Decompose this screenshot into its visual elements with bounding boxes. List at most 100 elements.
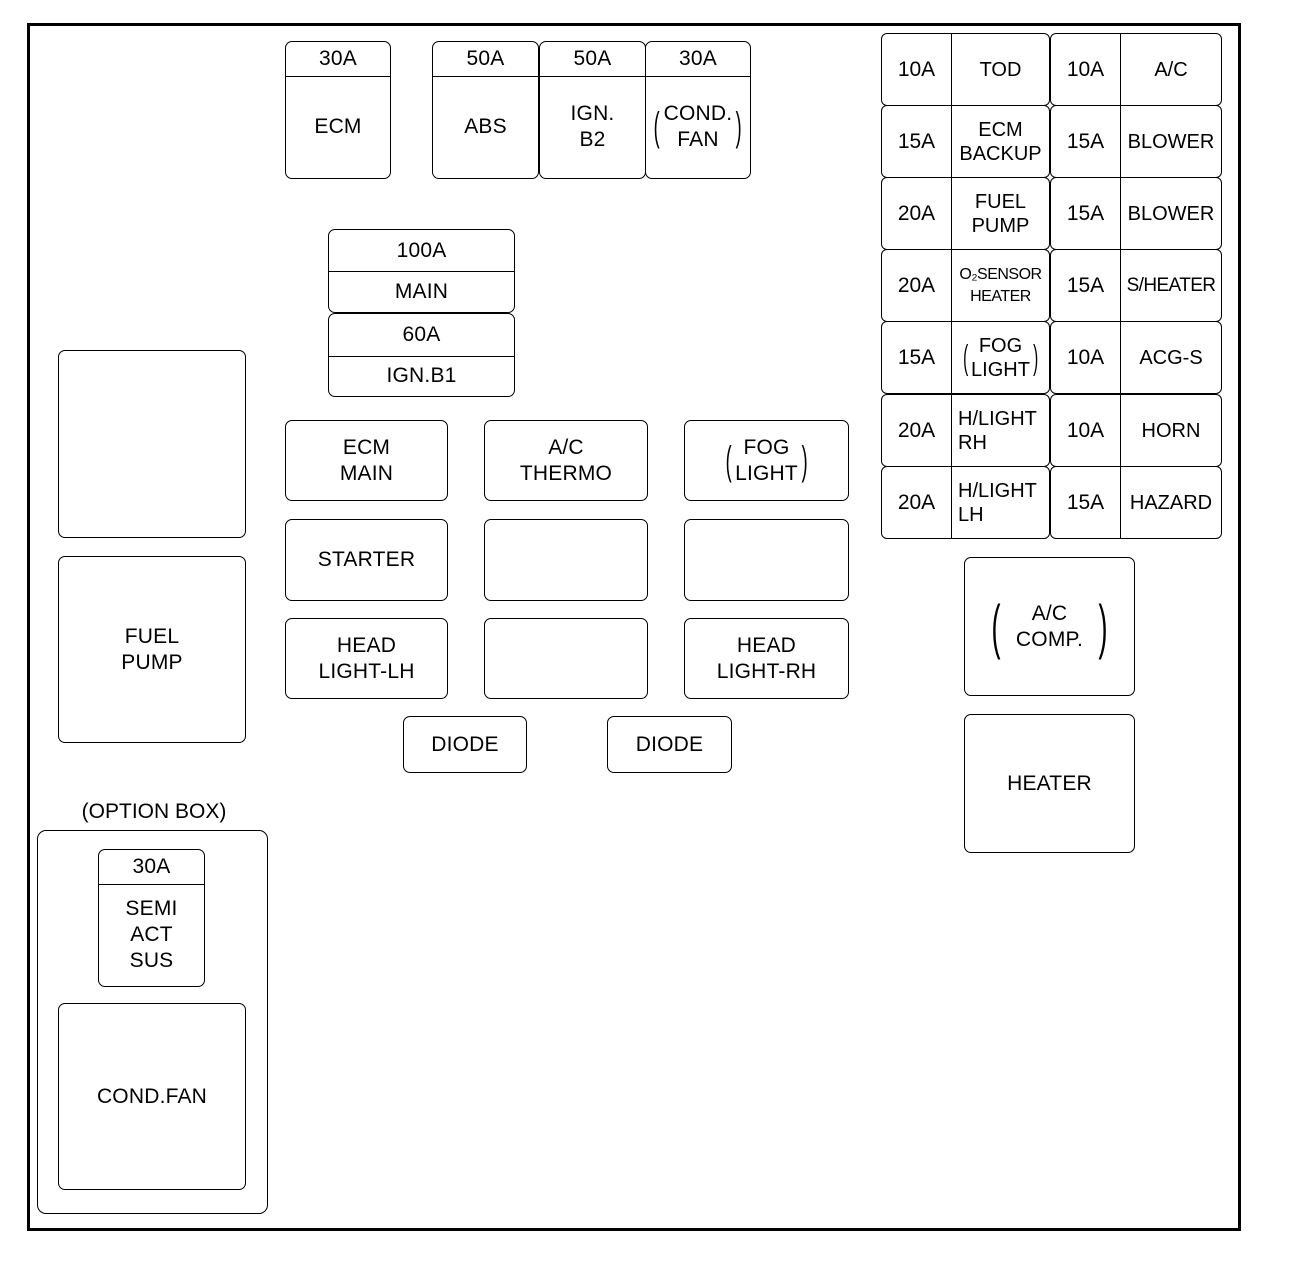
relay-head-light-lh: HEAD LIGHT-LH <box>285 618 448 699</box>
relay-ac-comp: ( A/C COMP. ) <box>964 557 1135 696</box>
fuse-name: IGN.B1 <box>386 364 457 387</box>
fuse-amp: 15A <box>1051 106 1121 177</box>
fuse-name: ECM BACKUP <box>959 118 1042 165</box>
fuse-amp: 15A <box>882 322 952 393</box>
fuse-name-wrap: (FOG LIGHT) <box>952 334 1049 382</box>
fuse-semi-act-sus: 30A SEMI ACT SUS <box>98 849 205 987</box>
fuse-name: H/LIGHT RH <box>958 407 1037 454</box>
fuse-amp: 30A <box>646 42 750 77</box>
mini-fuse: 15A(FOG LIGHT) <box>881 321 1050 394</box>
relay-ac-thermo: A/C THERMO <box>484 420 648 501</box>
mini-fuse: 20A FUEL PUMP <box>881 177 1050 250</box>
fuse-amp: 50A <box>540 42 645 77</box>
relay-ecm-main: ECM MAIN <box>285 420 448 501</box>
fuse-ecm: 30A ECM <box>285 41 391 179</box>
paren-right: ) <box>1033 338 1039 377</box>
fuse-name: ABS <box>464 115 507 138</box>
relay-label: HEATER <box>1007 771 1092 795</box>
fuse-amp: 10A <box>1051 34 1121 105</box>
relay-empty-mid-center <box>484 519 648 601</box>
relay-label: ECM MAIN <box>339 435 394 485</box>
paren-right: ) <box>735 105 742 149</box>
fuse-name: O₂SENSOR HEATER <box>959 265 1042 305</box>
relay-starter: STARTER <box>285 519 448 601</box>
mini-fuse: 10A ACG-S <box>1050 321 1222 394</box>
fuse-box-frame <box>27 23 1241 1231</box>
fuse-name: BLOWER <box>1127 130 1215 153</box>
fuse-ign-b1: 60A IGN.B1 <box>328 313 515 397</box>
fuse-amp: 10A <box>1051 395 1121 466</box>
fuse-name: IGN. B2 <box>570 102 615 151</box>
fuse-name-wrap: ( COND. FAN ) <box>646 76 750 178</box>
fuse-name: S/HEATER <box>1126 274 1216 296</box>
fuse-name: ACG-S <box>1139 346 1203 369</box>
paren-left: ( <box>725 438 732 483</box>
relay-heater: HEATER <box>964 714 1135 853</box>
fuse-amp: 15A <box>1051 467 1121 538</box>
fuse-cond-fan: 30A ( COND. FAN ) <box>645 41 751 179</box>
relay-empty-bottom-center <box>484 618 648 699</box>
relay-label: FUEL PUMP <box>121 624 183 674</box>
fuse-amp: 100A <box>329 230 514 272</box>
fuse-name: A/C <box>1154 58 1188 81</box>
relay-label: HEAD LIGHT-LH <box>318 633 415 683</box>
mini-fuse: 15A HAZARD <box>1050 466 1222 539</box>
fuse-amp: 30A <box>286 42 390 77</box>
fuse-name: BLOWER <box>1127 202 1215 225</box>
fuse-main: 100A MAIN <box>328 229 515 313</box>
fuse-amp: 15A <box>882 106 952 177</box>
fuse-amp: 20A <box>882 467 952 538</box>
relay-empty-mid-right <box>684 519 849 601</box>
paren-left: ( <box>653 105 660 149</box>
paren-left: ( <box>991 592 1001 660</box>
diode-left: DIODE <box>403 716 527 773</box>
relay-label: A/C COMP. <box>1015 601 1084 651</box>
fuse-amp: 10A <box>1051 322 1121 393</box>
fuse-name: SEMI ACT SUS <box>125 897 178 972</box>
paren-left: ( <box>962 338 968 377</box>
fuse-amp: 20A <box>882 395 952 466</box>
fuse-amp: 20A <box>882 178 952 249</box>
relay-fuel-pump: FUEL PUMP <box>58 556 246 743</box>
relay-fog-light: ( FOG LIGHT ) <box>684 420 849 501</box>
fuse-amp: 15A <box>1051 250 1121 321</box>
fuse-amp: 15A <box>1051 178 1121 249</box>
fuse-abs: 50A ABS <box>432 41 539 179</box>
relay-label: A/C THERMO <box>519 435 613 485</box>
fuse-amp: 10A <box>882 34 952 105</box>
relay-label: HEAD LIGHT-RH <box>716 633 817 683</box>
fuse-name: ECM <box>314 115 362 138</box>
diode-right: DIODE <box>607 716 732 773</box>
fuse-name: HAZARD <box>1129 491 1213 514</box>
fuse-amp: 60A <box>329 314 514 357</box>
fuse-name: FOG LIGHT <box>971 334 1030 381</box>
fuse-amp: 20A <box>882 250 952 321</box>
diode-label: DIODE <box>635 732 704 756</box>
fuse-amp: 50A <box>433 42 538 77</box>
relay-cond-fan: COND.FAN <box>58 1003 246 1190</box>
relay-empty-top-left <box>58 350 246 538</box>
relay-head-light-rh: HEAD LIGHT-RH <box>684 618 849 699</box>
mini-fuse: 10A HORN <box>1050 394 1222 467</box>
fuse-name: FUEL PUMP <box>971 190 1030 237</box>
fuse-name: HORN <box>1141 419 1201 442</box>
paren-right: ) <box>1098 592 1108 660</box>
paren-right: ) <box>801 438 808 483</box>
mini-fuse: 10A TOD <box>881 33 1050 106</box>
relay-label: FOG LIGHT <box>735 435 798 485</box>
fuse-name: MAIN <box>394 279 449 303</box>
mini-fuse: 15A BLOWER <box>1050 177 1222 250</box>
option-box-label: (OPTION BOX) <box>81 800 227 823</box>
fuse-name: H/LIGHT LH <box>958 479 1037 526</box>
fuse-name: TOD <box>979 58 1022 81</box>
mini-fuse: 10A A/C <box>1050 33 1222 106</box>
fuse-name: COND. FAN <box>663 102 733 151</box>
diode-label: DIODE <box>431 732 499 756</box>
relay-label: COND.FAN <box>96 1084 208 1108</box>
fuse-ign-b2: 50A IGN. B2 <box>539 41 646 179</box>
relay-label: STARTER <box>317 548 416 571</box>
